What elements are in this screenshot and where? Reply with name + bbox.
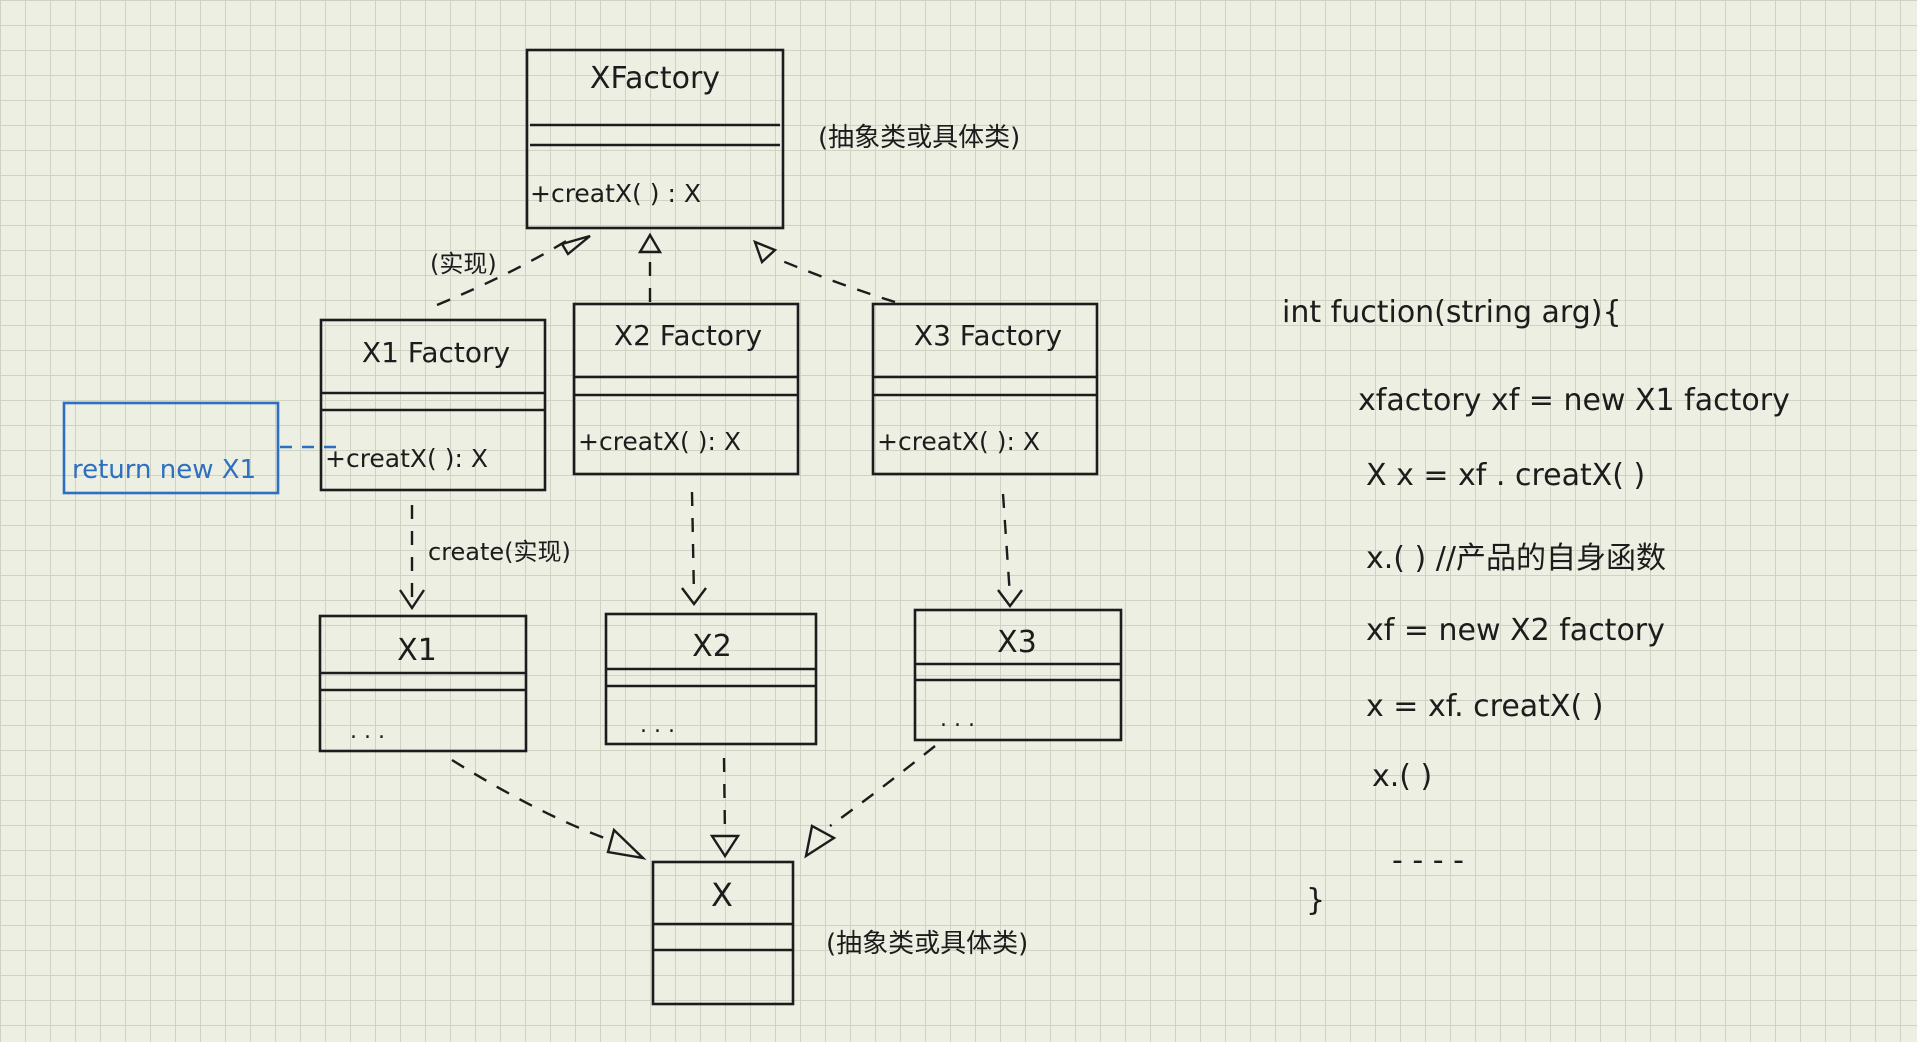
x3-factory-method: +creatX( ): X <box>877 427 1040 456</box>
code-block: int fuction(string arg){ xfactory xf = n… <box>1282 295 1790 918</box>
code-line-7: x.( ) <box>1372 759 1432 794</box>
x2-product-class: X2 . . . <box>604 612 818 746</box>
code-line-1: int fuction(string arg){ <box>1282 295 1622 330</box>
xfactory-note: (抽象类或具体类) <box>818 123 1020 153</box>
x1-product-name: X1 <box>397 633 437 668</box>
code-line-5: xf = new X2 factory <box>1366 613 1665 648</box>
x3-product-box <box>913 608 1123 742</box>
create-arrow-x2 <box>690 491 696 597</box>
implements-arrowhead-x3 <box>752 239 778 265</box>
create-arrowhead-x1 <box>399 589 425 611</box>
realize-arrowhead-x2 <box>709 834 741 859</box>
realize-arrowhead-x3 <box>804 824 837 859</box>
implements-arrow-x3 <box>774 256 896 304</box>
x2-factory-method: +creatX( ): X <box>578 427 741 456</box>
code-line-9: } <box>1306 883 1325 918</box>
x1-factory-class: X1 Factory +creatX( ): X <box>319 318 547 492</box>
x1-factory-method: +creatX( ): X <box>325 444 488 473</box>
x-product-name: X <box>711 876 733 914</box>
code-line-8: - - - - <box>1392 843 1464 878</box>
implements-label: (实现) <box>430 250 497 278</box>
realize-arrow-x2 <box>722 757 727 837</box>
code-line-2: xfactory xf = new X1 factory <box>1358 383 1790 418</box>
code-line-6: x = xf. creatX( ) <box>1366 689 1603 724</box>
x3-factory-class: X3 Factory +creatX( ): X <box>871 302 1099 476</box>
x-product-note: (抽象类或具体类) <box>826 929 1028 959</box>
create-arrowhead-x3 <box>997 589 1023 608</box>
return-note-box <box>62 401 280 495</box>
code-line-4: x.( ) //产品的自身函数 <box>1366 541 1666 576</box>
implements-arrow-x1 <box>436 238 569 307</box>
x3-product-name: X3 <box>997 625 1037 660</box>
x2-factory-box <box>572 302 800 476</box>
create-arrowhead-x2 <box>681 587 707 606</box>
x1-factory-name: X1 Factory <box>362 336 510 369</box>
return-note: return new X1 <box>72 455 256 485</box>
x3-product-body: . . . <box>940 707 975 732</box>
xfactory-method: +creatX( ) : X <box>530 179 701 208</box>
realize-arrow-x3 <box>829 745 936 827</box>
x2-factory-name: X2 Factory <box>614 319 762 352</box>
x2-product-name: X2 <box>692 629 732 664</box>
create-arrow-x3 <box>1001 493 1012 597</box>
x1-factory-box <box>319 318 547 492</box>
xfactory-box <box>525 48 785 230</box>
x1-product-class: X1 . . . <box>318 614 528 753</box>
implements-arrowhead-x2 <box>637 232 663 254</box>
x2-product-body: . . . <box>640 713 675 738</box>
x3-product-class: X3 . . . <box>913 608 1123 742</box>
x2-factory-class: X2 Factory +creatX( ): X <box>572 302 800 476</box>
xfactory-class: XFactory +creatX( ) : X <box>525 48 785 230</box>
realize-arrow-x1 <box>451 758 611 842</box>
x1-product-box <box>318 614 528 753</box>
create-label: create(实现) <box>428 538 571 566</box>
xfactory-name: XFactory <box>590 61 720 96</box>
x1-product-body: . . . <box>350 719 385 744</box>
implements-arrowhead-x1 <box>560 234 591 256</box>
x-product-box <box>651 860 795 1006</box>
x2-product-box <box>604 612 818 746</box>
x3-factory-box <box>871 302 1099 476</box>
code-line-3: X x = xf . creatX( ) <box>1366 458 1645 493</box>
x-product-class: X <box>651 860 795 1006</box>
x3-factory-name: X3 Factory <box>914 319 1062 352</box>
realize-arrowhead-x1 <box>606 827 647 860</box>
